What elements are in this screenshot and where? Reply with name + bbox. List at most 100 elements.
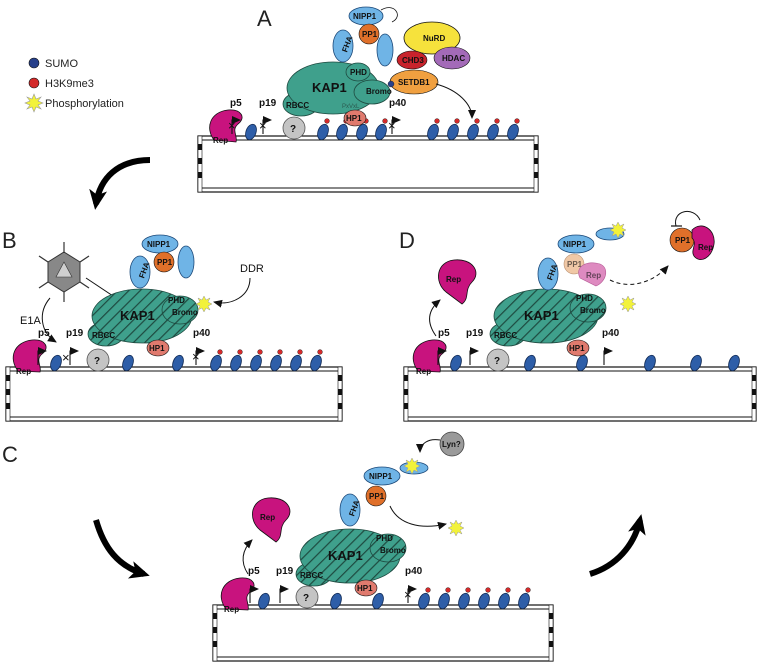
panel-c-pp1-protein <box>365 485 387 507</box>
panel-a-nipp1-loop <box>380 7 398 23</box>
panel-b-nipp1-tail <box>177 245 195 279</box>
panel-a-rbcc-label: RBCC <box>286 101 309 110</box>
panel-a-kap1-label: KAP1 <box>312 80 347 95</box>
panel-b-rep-label: Rep <box>16 367 31 376</box>
panel-b-phd-label: PHD <box>168 296 185 305</box>
panel-b-hp1-label: HP1 <box>149 344 165 353</box>
panel-b-kap1-label: KAP1 <box>120 308 155 323</box>
panel-b-h3k9me3-marks <box>217 349 323 355</box>
panel-d-unknown-factor <box>486 348 510 372</box>
panel-c-rbcc-label: RBCC <box>300 571 323 580</box>
panel-d-rep-with-pp1-label: Rep <box>698 243 713 252</box>
panel-d-phd-label: PHD <box>576 294 593 303</box>
panel-c-lyn-label: Lyn? <box>442 440 461 449</box>
panel-a-pp1-protein <box>358 23 380 45</box>
panel-b-nucleosomes <box>50 354 322 372</box>
panel-c-rep-released <box>252 497 291 543</box>
panel-a-nipp1-label: NIPP1 <box>353 12 377 21</box>
panel-d-p19-label: p19 <box>466 328 484 339</box>
panel-a-unknown-label: ? <box>290 124 296 135</box>
panel-d-hp1-label: HP1 <box>569 344 585 353</box>
panel-d-rep-released <box>438 259 477 305</box>
panel-d-p19-arrow <box>469 347 479 365</box>
phosphorylation-legend-icon <box>24 93 44 113</box>
panel-b-p40-arrow <box>195 347 205 365</box>
panel-d-hp1-protein <box>566 339 590 357</box>
panel-a-bromo-domain <box>353 79 391 105</box>
panel-c-phd-bromo-domain <box>369 533 407 563</box>
panel-a-rep-label: Rep <box>213 136 228 145</box>
cycle-arrow-a-to-b <box>89 157 151 210</box>
panel-a-chd3-protein <box>396 50 428 70</box>
panel-b-pp1-protein <box>153 251 175 273</box>
panel-b-bromo-label: Bromo <box>172 308 198 317</box>
panel-d-nipp1-phospho-star <box>609 221 627 239</box>
panel-a-setdb1-label: SETDB1 <box>398 78 430 87</box>
panel-b: B <box>2 228 343 422</box>
panel-b-hp1-protein <box>146 339 170 357</box>
panel-d: D Rep Rep p5 p19 ? p40 <box>399 211 757 422</box>
panel-a-p5-label: p5 <box>230 98 242 109</box>
panel-c-genome <box>212 604 554 662</box>
cycle-arrow-c-to-d <box>589 514 646 577</box>
panel-b-p40-label: p40 <box>193 328 211 339</box>
panel-c-pp1-label: PP1 <box>369 492 385 501</box>
panel-c-p40-arrow <box>407 585 417 603</box>
panel-b-p19-arrow <box>69 347 79 365</box>
panel-c-released-phospho-star <box>447 519 465 537</box>
panel-c-fha-domain <box>339 493 361 527</box>
panel-c-nipp1-protein <box>363 466 401 486</box>
panel-a-genome <box>197 135 539 193</box>
panel-a-pxvxl-label: PxVxL <box>342 104 360 110</box>
panel-a-p19-block-icon: × <box>259 118 267 133</box>
panel-a-p40-arrow <box>391 116 401 134</box>
panel-d-fha-domain <box>537 257 559 291</box>
panel-b-ddr-arrow <box>213 277 251 308</box>
panel-b-genome <box>5 366 343 422</box>
panel-d-p40-label: p40 <box>602 328 620 339</box>
panel-c-rep-bound <box>220 577 255 611</box>
panel-a-unknown-factor <box>282 116 306 140</box>
panel-c-rep-bound-label: Rep <box>224 605 239 614</box>
panel-c-unknown-factor <box>295 585 319 609</box>
panel-d-rbcc-label: RBCC <box>494 331 517 340</box>
panel-b-nipp1-label: NIPP1 <box>147 240 171 249</box>
h3k9me3-legend-icon <box>28 77 40 89</box>
panel-c-lyn-arrow <box>416 439 441 453</box>
panel-c-dephospho-arrow <box>389 505 447 530</box>
panel-a-fha-domain <box>332 29 354 63</box>
panel-b-p5-label: p5 <box>38 328 50 339</box>
panel-d-phospho-star <box>619 295 637 313</box>
panel-d-bromo-label: Bromo <box>580 306 606 315</box>
panel-b-e1a-arrow <box>41 297 57 343</box>
panel-d-kap1-label: KAP1 <box>524 308 559 323</box>
panel-c-unknown-label: ? <box>303 593 309 604</box>
panel-a-phd-domain <box>345 62 371 82</box>
panel-b-p40-block-icon: × <box>192 349 200 364</box>
panel-c-p40-block-icon: × <box>404 587 412 602</box>
panel-a-letter: A <box>257 6 272 31</box>
panel-d-rep-released-label: Rep <box>446 275 461 284</box>
panel-d-rep-faded-label: Rep <box>586 271 601 280</box>
panel-c-h3k9me3-marks <box>425 587 531 593</box>
panel-a-pp1-label: PP1 <box>362 30 378 39</box>
panel-c: C Rep Rep p5 <box>2 431 554 662</box>
panel-d-letter: D <box>399 228 415 253</box>
panel-b-p19-block-icon: × <box>62 350 70 365</box>
panel-a-nurd-complex <box>403 21 461 55</box>
panel-d-pp1-faded-label: PP1 <box>567 260 583 269</box>
panel-a-setdb1-arrow <box>435 83 476 119</box>
panel-c-nucleosomes <box>258 592 530 610</box>
panel-a-p40-block-icon: × <box>388 118 396 133</box>
panel-a-hp1-protein <box>343 109 367 127</box>
adenovirus-icon <box>38 242 90 302</box>
panel-c-rep-release-arrow <box>242 539 253 575</box>
panel-c-nipp1-phospho-star <box>403 457 421 475</box>
panel-a-p5-block-icon: × <box>228 118 236 133</box>
panel-d-nucleosomes <box>450 354 740 372</box>
panel-d-self-loop <box>675 211 701 227</box>
panel-c-letter: C <box>2 442 18 467</box>
panel-a-phd-label: PHD <box>350 68 367 77</box>
panel-b-rbcc-label: RBCC <box>92 331 115 340</box>
panel-a-bromo-label: Bromo <box>366 87 392 96</box>
